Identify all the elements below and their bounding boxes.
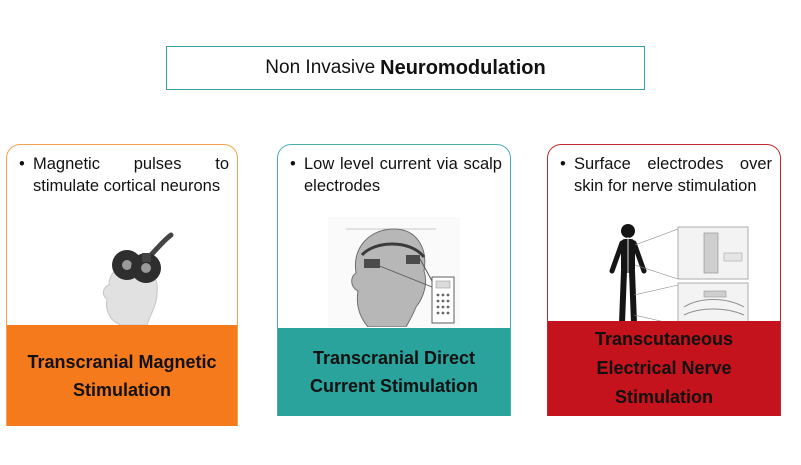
tens-title-line1: Transcutaneous — [594, 329, 734, 349]
tdcs-title-line2: Current Stimulation — [309, 376, 478, 396]
title-prefix: Non Invasive — [265, 57, 376, 78]
tens-title-line2: Electrical Nerve — [596, 358, 732, 378]
bullet-icon: • — [290, 155, 296, 173]
tms-title-block: Transcranial Magnetic Stimulation — [7, 325, 237, 426]
tens-title-block: Transcutaneous Electrical Nerve Stimulat… — [548, 321, 780, 416]
tdcs-card: • Low level current via scalp electrodes… — [277, 144, 511, 416]
bullet-icon: • — [19, 155, 25, 173]
tms-card: • Magnetic pulses to stimulate cortical … — [6, 144, 238, 426]
diagram-title: Non Invasive Neuromodulation — [166, 46, 645, 90]
tms-description: • Magnetic pulses to stimulate cortical … — [19, 155, 229, 195]
tdcs-head-electrodes-icon — [328, 217, 460, 328]
tdcs-title-line1: Transcranial Direct — [312, 348, 476, 368]
tms-coil-head-icon — [91, 229, 177, 326]
tens-card: • Surface electrodes over skin for nerve… — [547, 144, 781, 416]
tms-title-line2: Stimulation — [72, 379, 171, 400]
title-main: Neuromodulation — [380, 56, 546, 79]
bullet-icon: • — [560, 155, 566, 173]
tens-description: • Surface electrodes over skin for nerve… — [560, 155, 772, 195]
tms-title-line1: Transcranial Magnetic — [27, 351, 217, 372]
tens-title-line3: Stimulation — [614, 387, 713, 407]
tens-body-electrodes-icon — [608, 223, 752, 327]
tdcs-title-block: Transcranial Direct Current Stimulation — [278, 328, 510, 416]
tdcs-description: • Low level current via scalp electrodes — [290, 155, 502, 195]
